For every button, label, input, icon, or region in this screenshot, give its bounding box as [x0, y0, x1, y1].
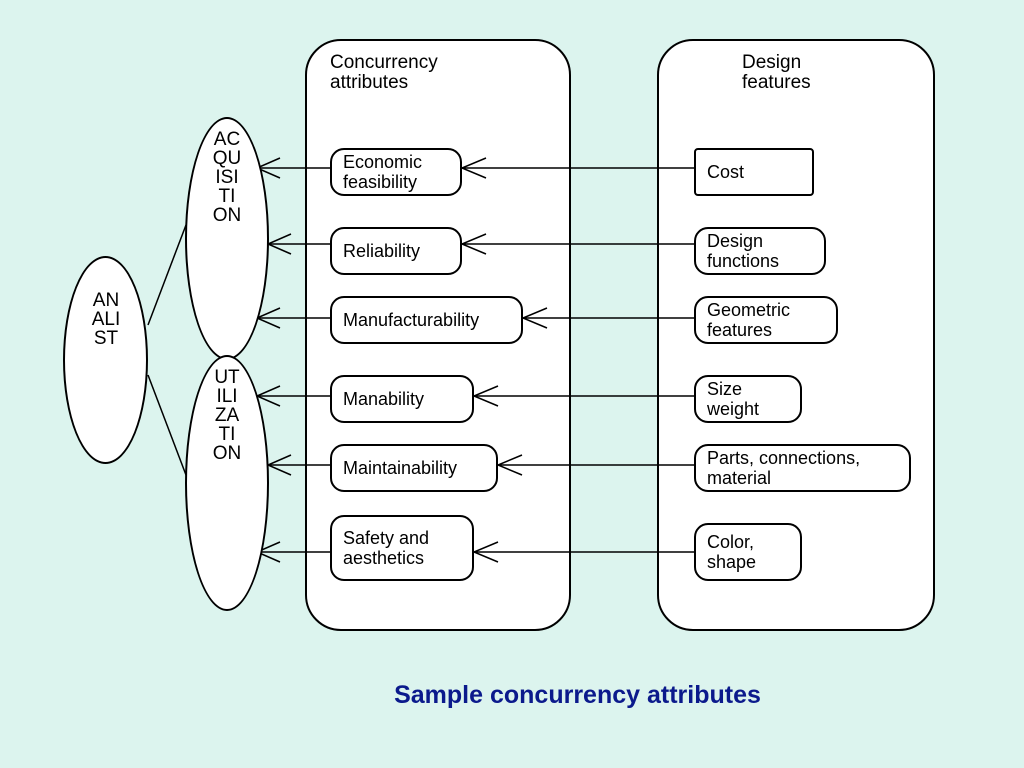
attribute-maintainability: Maintainability	[330, 444, 498, 492]
attribute-manufacturability: Manufacturability	[330, 296, 523, 344]
feature-color-shape: Color, shape	[694, 523, 802, 581]
diagram-caption: Sample concurrency attributes	[394, 681, 761, 709]
feature-design-functions: Design functions	[694, 227, 826, 275]
utilization-ellipse	[185, 355, 269, 611]
concurrency-attributes-title: Concurrency attributes	[330, 52, 438, 93]
analist-acquisition-link	[147, 224, 187, 326]
feature-parts-connections-material: Parts, connections, material	[694, 444, 911, 492]
acquisition-ellipse	[185, 117, 269, 360]
analist-utilization-link	[147, 374, 187, 476]
attribute-safety-and-aesthetics: Safety and aesthetics	[330, 515, 474, 581]
feature-size-weight: Size weight	[694, 375, 802, 423]
design-features-title: Design features	[742, 52, 811, 93]
attribute-reliability: Reliability	[330, 227, 462, 275]
attribute-economic-feasibility: Economic feasibility	[330, 148, 462, 196]
acquisition-label: ACQUISITION	[212, 129, 242, 226]
feature-geometric-features: Geometric features	[694, 296, 838, 344]
analist-ellipse	[63, 256, 148, 464]
feature-cost: Cost	[694, 148, 814, 196]
analist-label: ANALIST	[91, 290, 121, 349]
attribute-manability: Manability	[330, 375, 474, 423]
utilization-label: UTILIZATION	[212, 367, 242, 464]
